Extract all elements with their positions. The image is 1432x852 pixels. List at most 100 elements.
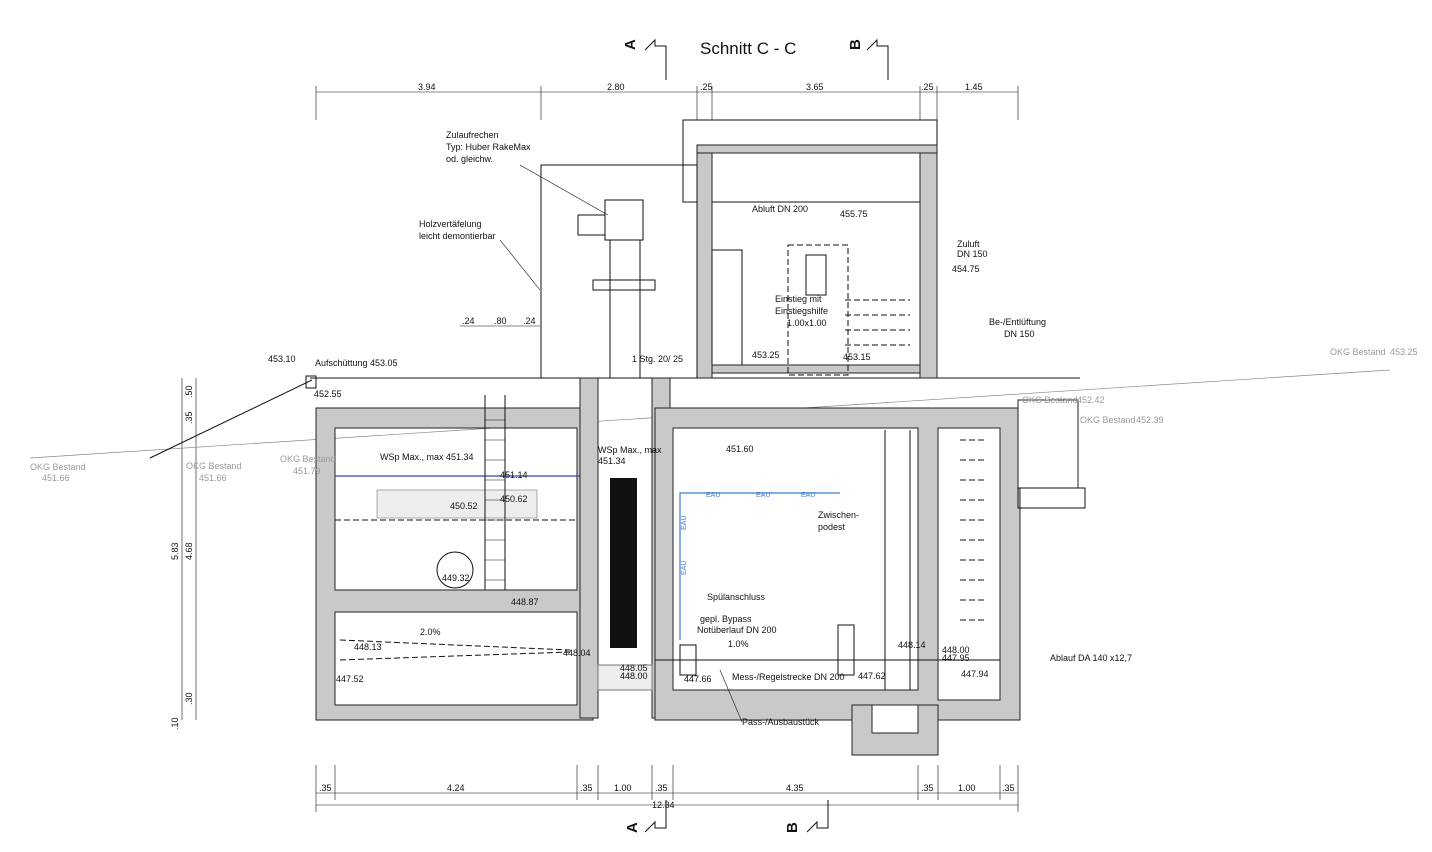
small-dimension-chain: .24 .80 .24 <box>460 316 540 327</box>
building-superstructure <box>540 119 938 379</box>
section-marker-a-top: A <box>622 38 667 80</box>
svg-text:.80: .80 <box>494 316 507 326</box>
svg-text:452.55: 452.55 <box>314 389 342 399</box>
svg-text:453.10: 453.10 <box>268 354 296 364</box>
svg-text:453.15: 453.15 <box>843 352 871 362</box>
svg-text:.24: .24 <box>523 316 536 326</box>
svg-text:Pass-/Ausbaustück: Pass-/Ausbaustück <box>742 717 820 727</box>
svg-text:Abluft DN 200: Abluft DN 200 <box>752 204 808 214</box>
svg-text:Zulaufrechen: Zulaufrechen <box>446 130 499 140</box>
svg-text:448.04: 448.04 <box>563 648 591 658</box>
svg-text:Mess-/Regelstrecke DN 200: Mess-/Regelstrecke DN 200 <box>732 672 845 682</box>
svg-text:EAU: EAU <box>801 492 815 499</box>
svg-text:B: B <box>847 39 864 50</box>
svg-text:leicht demontierbar: leicht demontierbar <box>419 231 496 241</box>
svg-text:.35: .35 <box>319 783 332 793</box>
svg-text:2.0%: 2.0% <box>420 627 441 637</box>
svg-text:Zuluft: Zuluft <box>957 239 980 249</box>
section-marker-a-bottom: A <box>624 800 667 833</box>
svg-text:5.83: 5.83 <box>170 542 180 560</box>
svg-text:.25: .25 <box>921 82 934 92</box>
svg-text:451.66: 451.66 <box>199 473 227 483</box>
svg-text:OKG Bestand: OKG Bestand <box>1330 347 1386 357</box>
svg-text:EAU: EAU <box>706 492 720 499</box>
svg-text:4.68: 4.68 <box>184 542 194 560</box>
svg-text:447.62: 447.62 <box>858 671 886 681</box>
svg-text:1.00x1.00: 1.00x1.00 <box>787 318 827 328</box>
svg-text:454.75: 454.75 <box>952 264 980 274</box>
svg-text:EAU: EAU <box>756 492 770 499</box>
svg-text:DN 150: DN 150 <box>1004 329 1035 339</box>
svg-text:Holzvertäfelung: Holzvertäfelung <box>419 219 482 229</box>
top-dimension-chain: 3.94 2.80 .25 3.65 .25 1.45 <box>315 82 1019 120</box>
level-marks: 453.10 452.55 455.75 454.75 453.25 453.1… <box>268 209 989 684</box>
svg-text:.35: .35 <box>655 783 668 793</box>
svg-text:1 Stg. 20/ 25: 1 Stg. 20/ 25 <box>632 354 683 364</box>
svg-text:OKG Bestand: OKG Bestand <box>1080 415 1136 425</box>
svg-text:A: A <box>624 822 641 833</box>
svg-text:3.94: 3.94 <box>418 82 436 92</box>
svg-text:451.34: 451.34 <box>598 456 626 466</box>
svg-text:.35: .35 <box>580 783 593 793</box>
svg-text:OKG Bestand: OKG Bestand <box>280 454 336 464</box>
svg-text:EAU: EAU <box>681 516 688 530</box>
svg-text:Zwischen-: Zwischen- <box>818 510 859 520</box>
svg-text:455.75: 455.75 <box>840 209 868 219</box>
svg-text:1.45: 1.45 <box>965 82 983 92</box>
svg-text:451.60: 451.60 <box>726 444 754 454</box>
svg-text:Einstieg mit: Einstieg mit <box>775 294 822 304</box>
svg-text:EAU: EAU <box>681 561 688 575</box>
svg-text:OKG Bestand: OKG Bestand <box>1022 395 1078 405</box>
svg-text:2.80: 2.80 <box>607 82 625 92</box>
valve-chamber: EAU EAU EAU EAU EAU <box>654 399 1086 756</box>
svg-text:450.52: 450.52 <box>450 501 478 511</box>
svg-text:Aufschüttung 453.05: Aufschüttung 453.05 <box>315 358 398 368</box>
svg-text:od. gleichw.: od. gleichw. <box>446 154 493 164</box>
svg-text:Spülanschluss: Spülanschluss <box>707 592 766 602</box>
svg-text:A: A <box>622 39 639 50</box>
svg-text:.35: .35 <box>921 783 934 793</box>
svg-text:.25: .25 <box>700 82 713 92</box>
rake-machine <box>577 199 656 648</box>
svg-text:OKG Bestand: OKG Bestand <box>30 462 86 472</box>
svg-text:451.14: 451.14 <box>500 470 528 480</box>
svg-text:451.79: 451.79 <box>293 466 321 476</box>
svg-text:4.35: 4.35 <box>786 783 804 793</box>
svg-text:448.00: 448.00 <box>942 645 970 655</box>
svg-text:4.24: 4.24 <box>447 783 465 793</box>
svg-text:453.25: 453.25 <box>752 350 780 360</box>
svg-text:448.13: 448.13 <box>354 642 382 652</box>
svg-text:452.39: 452.39 <box>1136 415 1164 425</box>
svg-text:.35: .35 <box>184 411 194 424</box>
svg-text:B: B <box>784 822 801 833</box>
svg-text:OKG Bestand: OKG Bestand <box>186 461 242 471</box>
svg-text:.35: .35 <box>1002 783 1015 793</box>
left-dimension-chain: .50 .35 5.83 4.68 .30 .10 <box>170 378 197 730</box>
total-dimension: 12.34 <box>652 800 675 810</box>
svg-text:.50: .50 <box>184 385 194 398</box>
svg-text:Notüberlauf DN 200: Notüberlauf DN 200 <box>697 625 777 635</box>
bottom-dimension-chain: .35 4.24 .35 1.00 .35 4.35 .35 1.00 .35 … <box>315 765 1019 812</box>
svg-text:Einstiegshilfe: Einstiegshilfe <box>775 306 828 316</box>
svg-text:.30: .30 <box>184 692 194 705</box>
svg-text:1.00: 1.00 <box>958 783 976 793</box>
section-marker-b-top: B <box>847 38 889 80</box>
svg-text:Be-/Entlüftung: Be-/Entlüftung <box>989 317 1046 327</box>
svg-text:podest: podest <box>818 522 846 532</box>
svg-text:Typ: Huber RakeMax: Typ: Huber RakeMax <box>446 142 531 152</box>
annotations: Zulaufrechen Typ: Huber RakeMax od. glei… <box>315 130 1132 727</box>
svg-text:.24: .24 <box>462 316 475 326</box>
svg-text:448.14: 448.14 <box>898 640 926 650</box>
svg-text:DN 150: DN 150 <box>957 249 988 259</box>
svg-text:447.94: 447.94 <box>961 669 989 679</box>
svg-text:Ablauf DA 140 x12,7: Ablauf DA 140 x12,7 <box>1050 653 1132 663</box>
svg-text:449.32: 449.32 <box>442 573 470 583</box>
drawing-title: Schnitt C - C <box>700 39 796 58</box>
svg-text:453.25: 453.25 <box>1390 347 1418 357</box>
svg-text:448.00: 448.00 <box>620 671 648 681</box>
section-marker-b-bottom: B <box>784 800 829 833</box>
svg-text:448.87: 448.87 <box>511 597 539 607</box>
svg-text:3.65: 3.65 <box>806 82 824 92</box>
svg-text:448.05: 448.05 <box>620 663 648 673</box>
okg-labels: OKG Bestand 451.66 OKG Bestand 451.66 OK… <box>30 347 1418 483</box>
